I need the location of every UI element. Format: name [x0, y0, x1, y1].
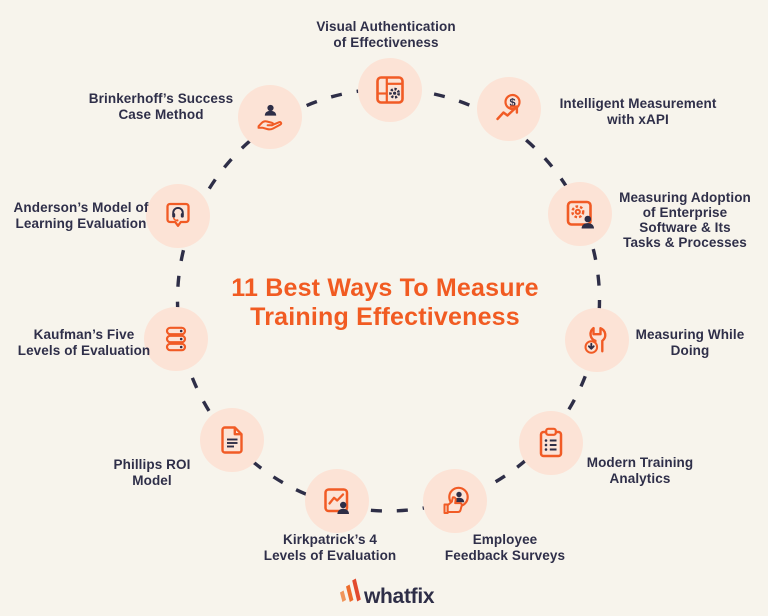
thumbs-up-person-icon [437, 483, 473, 519]
node-modern-training-analytics [519, 411, 583, 475]
node-anderson-model [146, 184, 210, 248]
dollar-growth-icon: $ [491, 91, 527, 127]
node-brinkerhoff-method [238, 85, 302, 149]
svg-text:$: $ [509, 97, 515, 109]
node-label-modern-training-analytics: Modern Training Analytics [586, 455, 694, 486]
hand-person-icon [252, 99, 288, 135]
node-label-software-adoption: Measuring Adoption of Enterprise Softwar… [619, 190, 751, 250]
node-label-brinkerhoff-method: Brinkerhoff’s Success Case Method [88, 91, 234, 122]
node-label-kirkpatrick-levels: Kirkpatrick’s 4 Levels of Evaluation [263, 532, 397, 563]
node-label-phillips-roi-model: Phillips ROI Model [113, 457, 191, 488]
document-icon [214, 422, 250, 458]
node-visual-authentication [358, 58, 422, 122]
clipboard-checklist-icon [533, 425, 569, 461]
diagram-title: 11 Best Ways To Measure Training Effecti… [231, 274, 539, 331]
node-label-kaufman-levels: Kaufman’s Five Levels of Evaluation [17, 327, 151, 358]
node-software-adoption [548, 182, 612, 246]
whatfix-logo-mark-icon [336, 577, 364, 610]
node-label-measuring-while-doing: Measuring While Doing [635, 327, 745, 358]
dashboard-gear-icon [372, 72, 408, 108]
node-label-anderson-model: Anderson’s Model of Learning Evaluation [13, 200, 149, 231]
node-employee-feedback-surveys [423, 469, 487, 533]
brand-logo-text: whatfix [364, 585, 435, 608]
software-gear-person-icon [562, 196, 598, 232]
brand-logo: whatfix [336, 577, 435, 610]
wrench-download-icon [579, 322, 615, 358]
node-label-visual-authentication: Visual Authentication of Effectiveness [316, 19, 456, 50]
node-label-employee-feedback-surveys: Employee Feedback Surveys [444, 532, 566, 563]
node-label-xapi-measurement: Intelligent Measurement with xAPI [559, 96, 717, 127]
node-kirkpatrick-levels [305, 469, 369, 533]
node-phillips-roi-model [200, 408, 264, 472]
node-xapi-measurement: $ [477, 77, 541, 141]
stacked-levels-icon [158, 321, 194, 357]
headset-bubble-icon [160, 198, 196, 234]
chart-person-icon [319, 483, 355, 519]
node-kaufman-levels [144, 307, 208, 371]
node-measuring-while-doing [565, 308, 629, 372]
